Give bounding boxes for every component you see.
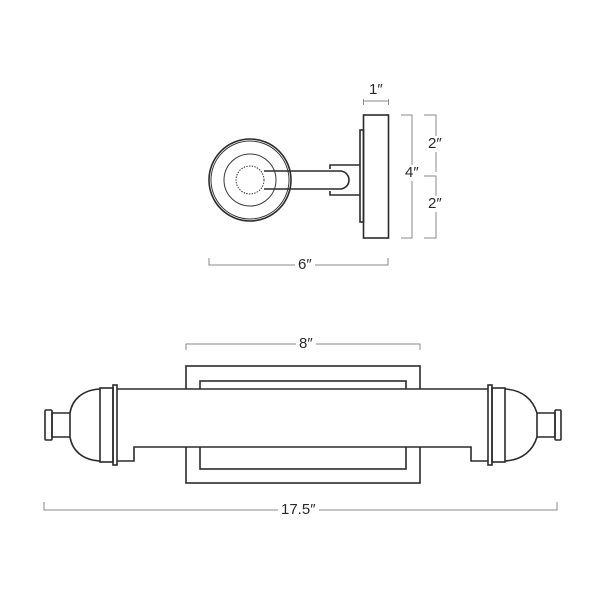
dim-label-lower-height: 2″	[425, 196, 445, 212]
dim-label-total-height: 4″	[402, 165, 422, 181]
arm	[264, 170, 350, 190]
dim-label-plate-depth: 1″	[366, 82, 386, 98]
shade-outer-ring	[208, 138, 292, 222]
front-view	[44, 365, 562, 484]
shade-middle-ring	[223, 153, 277, 207]
dim-label-backplate-width: 8″	[296, 336, 316, 352]
arm-bracket	[329, 164, 360, 196]
right-end-cap	[487, 384, 562, 466]
light-tube	[117, 389, 488, 461]
dim-label-projection: 6″	[295, 257, 315, 273]
side-view-dimension-lines	[208, 99, 437, 266]
dim-label-overall-width: 17.5″	[278, 502, 319, 518]
backplate	[362, 114, 390, 239]
dim-label-upper-height: 2″	[425, 136, 445, 152]
side-view	[208, 114, 390, 239]
shade-outer-ring-inner	[210, 140, 290, 220]
left-end-cap	[44, 384, 118, 466]
pivot-knurl	[235, 165, 265, 195]
